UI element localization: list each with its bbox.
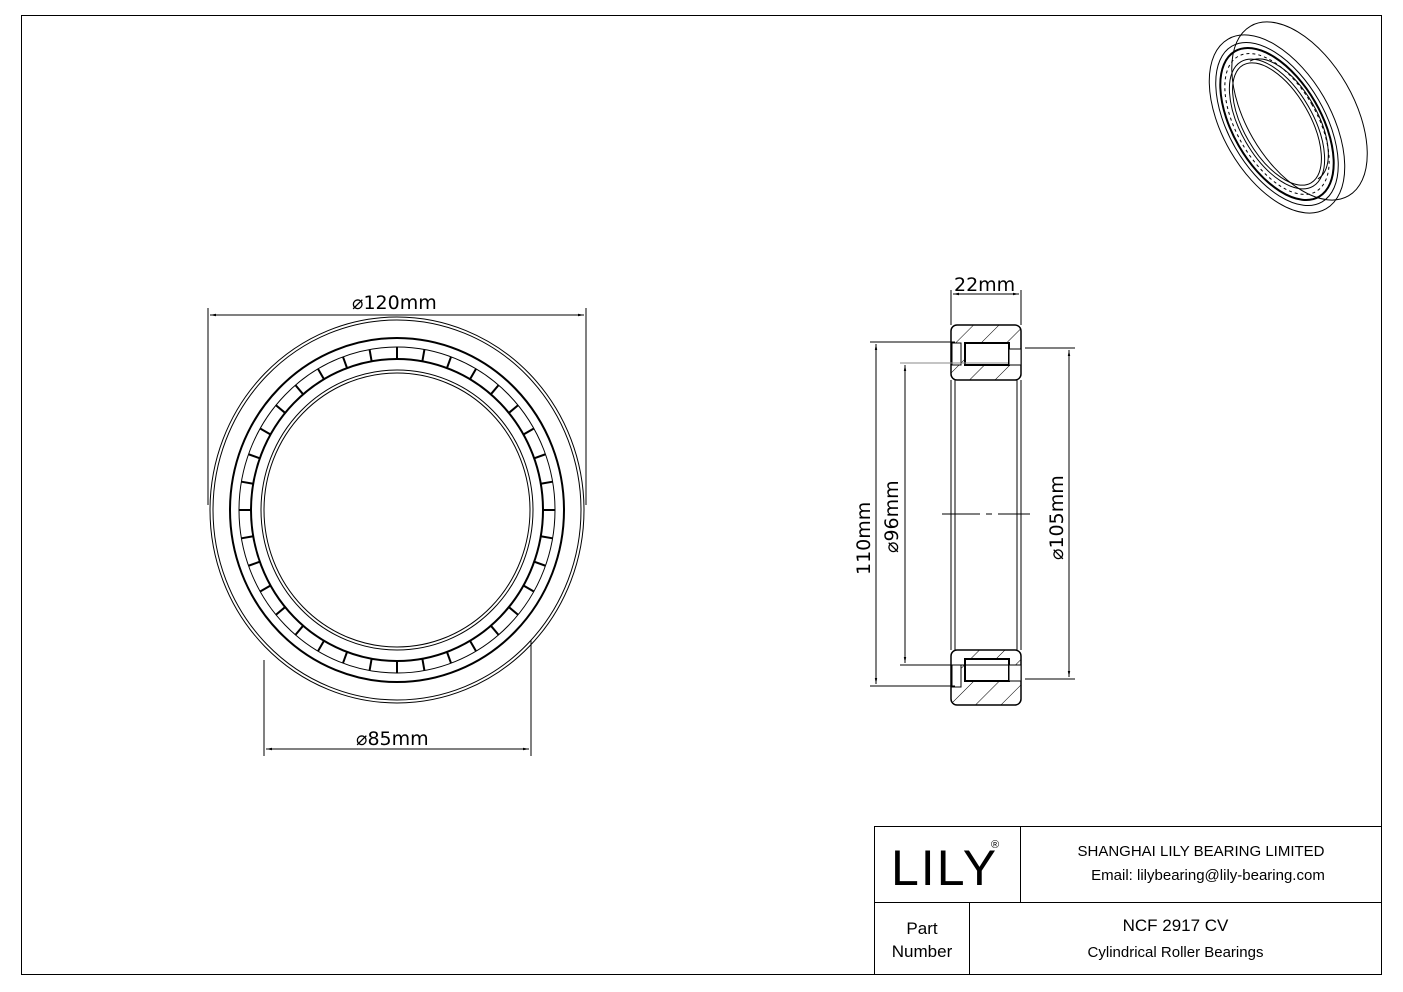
outer-ring: [209, 316, 585, 704]
front-view: [207, 308, 587, 756]
company-info: SHANGHAI LILY BEARING LIMITED Email: lil…: [1021, 827, 1381, 902]
roller-cage: [238, 346, 556, 674]
dimension-width: [950, 290, 1022, 325]
inner-ring: [260, 369, 534, 651]
roller-top: [964, 342, 1010, 366]
dimension-inner-diameter: [263, 640, 532, 756]
section-view: [870, 290, 1075, 706]
part-label-line2: Number: [891, 942, 953, 961]
dimension-label-105: ⌀105mm: [1046, 475, 1068, 560]
company-name: SHANGHAI LILY BEARING LIMITED: [1077, 843, 1325, 860]
dimension-label-inner-diameter: ⌀85mm: [356, 728, 429, 750]
part-number-label: Part Number: [875, 903, 970, 975]
dimension-110: [870, 341, 955, 687]
roller-bottom: [964, 658, 1010, 682]
dimension-label-outer-diameter: ⌀120mm: [352, 292, 437, 314]
part-info: NCF 2917 CV Cylindrical Roller Bearings: [970, 903, 1381, 975]
isometric-view: [1208, 21, 1368, 214]
company-email: Email: lilybearing@lily-bearing.com: [1091, 867, 1325, 884]
part-type: Cylindrical Roller Bearings: [1087, 944, 1264, 961]
dimension-105: [1025, 347, 1075, 680]
company-logo: LILY ®: [875, 827, 1021, 902]
dimension-96: [900, 362, 1008, 666]
title-block: LILY ® SHANGHAI LILY BEARING LIMITED Ema…: [874, 826, 1382, 975]
dimension-label-width: 22mm: [954, 274, 1015, 296]
dimension-label-110: 110mm: [853, 502, 875, 575]
logo-text: LILY: [891, 840, 999, 896]
part-number: NCF 2917 CV: [1122, 916, 1229, 935]
drawing-sheet-border: [21, 15, 1382, 975]
registered-mark: ®: [991, 839, 1000, 851]
part-label-line1: Part: [906, 919, 938, 938]
dimension-outer-diameter: [207, 308, 587, 505]
dimension-label-96: ⌀96mm: [881, 480, 903, 553]
